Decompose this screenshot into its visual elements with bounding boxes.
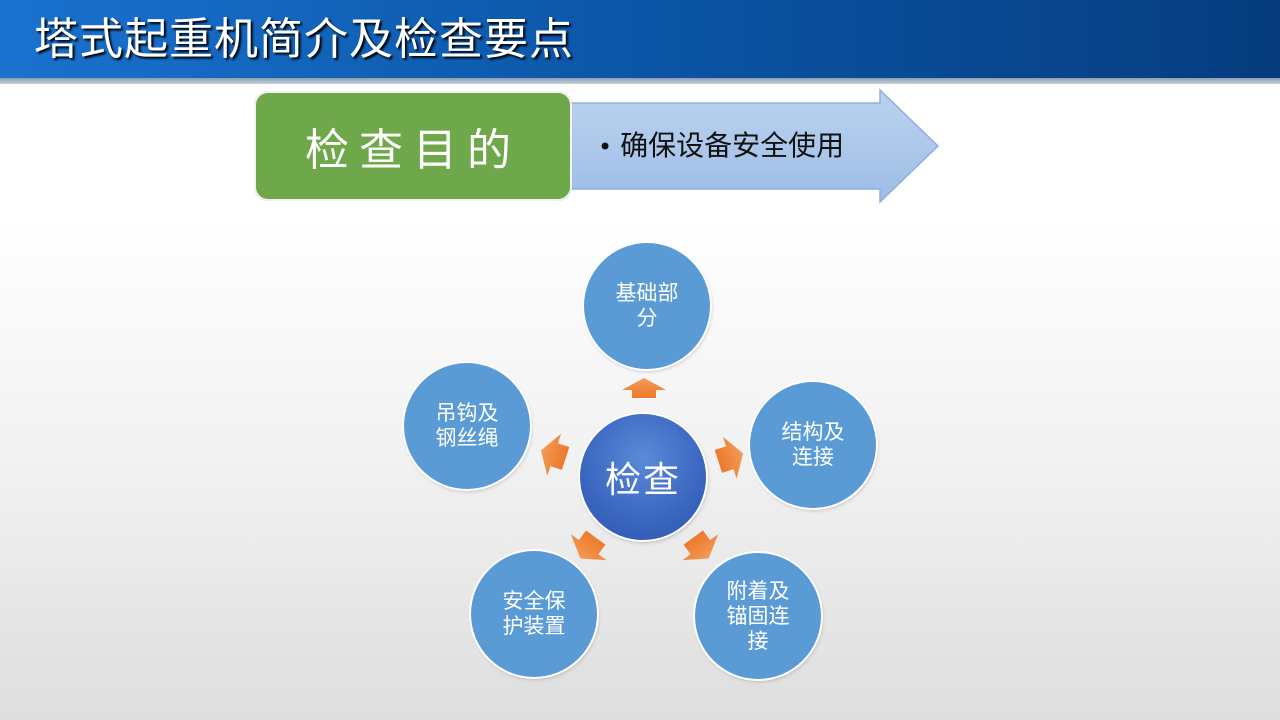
node-structure: 结构及连接 (750, 382, 876, 508)
purpose-item-text: 确保设备安全使用 (620, 129, 845, 162)
purpose-item: •确保设备安全使用 (598, 126, 844, 167)
node-label: 附着及锚固连接 (726, 578, 790, 653)
slide-title: 塔式起重机简介及检查要点 (34, 14, 574, 65)
center-label: 检查 (604, 460, 681, 501)
node-safety-devices: 安全保护装置 (471, 551, 597, 677)
center-node: 检查 (580, 414, 706, 540)
arrow-up-icon (622, 378, 666, 398)
node-anchorage: 附着及锚固连接 (695, 553, 821, 679)
node-label: 吊钩及钢丝绳 (435, 401, 499, 450)
purpose-label: 检查目的 (305, 125, 521, 176)
node-hook-rope: 吊钩及钢丝绳 (404, 363, 530, 489)
node-label: 基础部分 (615, 281, 679, 330)
arrow-right-icon (714, 436, 744, 479)
arrow-lower-right-icon (682, 530, 719, 561)
arrow-lower-left-icon (570, 530, 607, 561)
purpose-arrow (540, 88, 940, 204)
bullet-icon: • (598, 133, 613, 161)
node-label: 安全保护装置 (502, 589, 566, 638)
node-label: 结构及连接 (781, 420, 845, 469)
arrow-left-icon (540, 433, 570, 476)
node-foundation: 基础部分 (584, 243, 710, 369)
purpose-box: 检查目的 (254, 91, 572, 201)
header-bar (0, 0, 1280, 78)
header-divider (0, 78, 1280, 84)
